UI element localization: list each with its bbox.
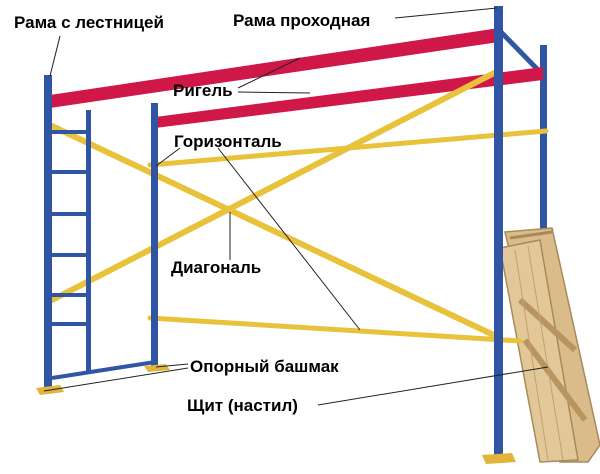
ladder-rung-1 (52, 130, 90, 134)
board-front-panel (499, 239, 579, 463)
braces (49, 67, 549, 344)
label-ladder-frame: Рама с лестницей (14, 13, 164, 32)
diagonal-1 (49, 123, 503, 341)
leader-crossbar-2 (237, 91, 311, 94)
board-diagonal-batten-2 (522, 338, 588, 422)
label-walkthrough-frame: Рама проходная (233, 11, 371, 30)
label-diagonal: Диагональ (171, 258, 262, 277)
diagonal-2 (49, 67, 503, 303)
crossbar-back (155, 67, 543, 128)
board-shield (499, 227, 600, 463)
leader-crossbar-1 (237, 57, 301, 89)
ladder-rung-6 (52, 322, 90, 326)
leader-horizontal-2 (217, 147, 361, 331)
label-base-plate: Опорный башмак (190, 357, 339, 376)
ladder-rung-2 (52, 170, 90, 174)
ladder-rung-5 (52, 293, 90, 297)
board-top-batten (509, 230, 553, 240)
crossbar-front (50, 28, 499, 108)
label-crossbar: Ригель (173, 81, 233, 100)
walkthrough-frame-drawing (494, 6, 503, 458)
board-diagonal-batten (517, 297, 578, 353)
ladder-frame-drawing (44, 75, 158, 388)
leader-walkthrough-frame (394, 7, 498, 19)
ladder-left-post (44, 75, 52, 388)
board-plank-line (514, 249, 549, 461)
ladder-rail (86, 110, 91, 374)
front-right-post (494, 6, 503, 458)
base-plate-right (482, 453, 516, 464)
label-board: Щит (настил) (187, 396, 298, 415)
leader-lines (43, 7, 549, 406)
horizontal-lower (147, 315, 523, 344)
crossbars (50, 28, 543, 128)
ladder-rung-3 (52, 212, 90, 216)
ladder-right-post (151, 103, 158, 367)
base-plate-mid (144, 364, 170, 372)
leader-horizontal-1 (155, 147, 181, 167)
leader-board (317, 366, 549, 406)
board-plank-line-2 (527, 245, 564, 461)
leader-base-plate-2 (43, 367, 189, 392)
ladder-rung-4 (52, 253, 90, 257)
ladder-bottom-bar (51, 360, 156, 380)
label-horizontal: Горизонталь (174, 132, 282, 151)
leader-base-plate-1 (155, 363, 189, 368)
top-side-link (497, 28, 545, 77)
horizontal-upper (147, 128, 549, 168)
leader-ladder-frame (49, 35, 61, 77)
